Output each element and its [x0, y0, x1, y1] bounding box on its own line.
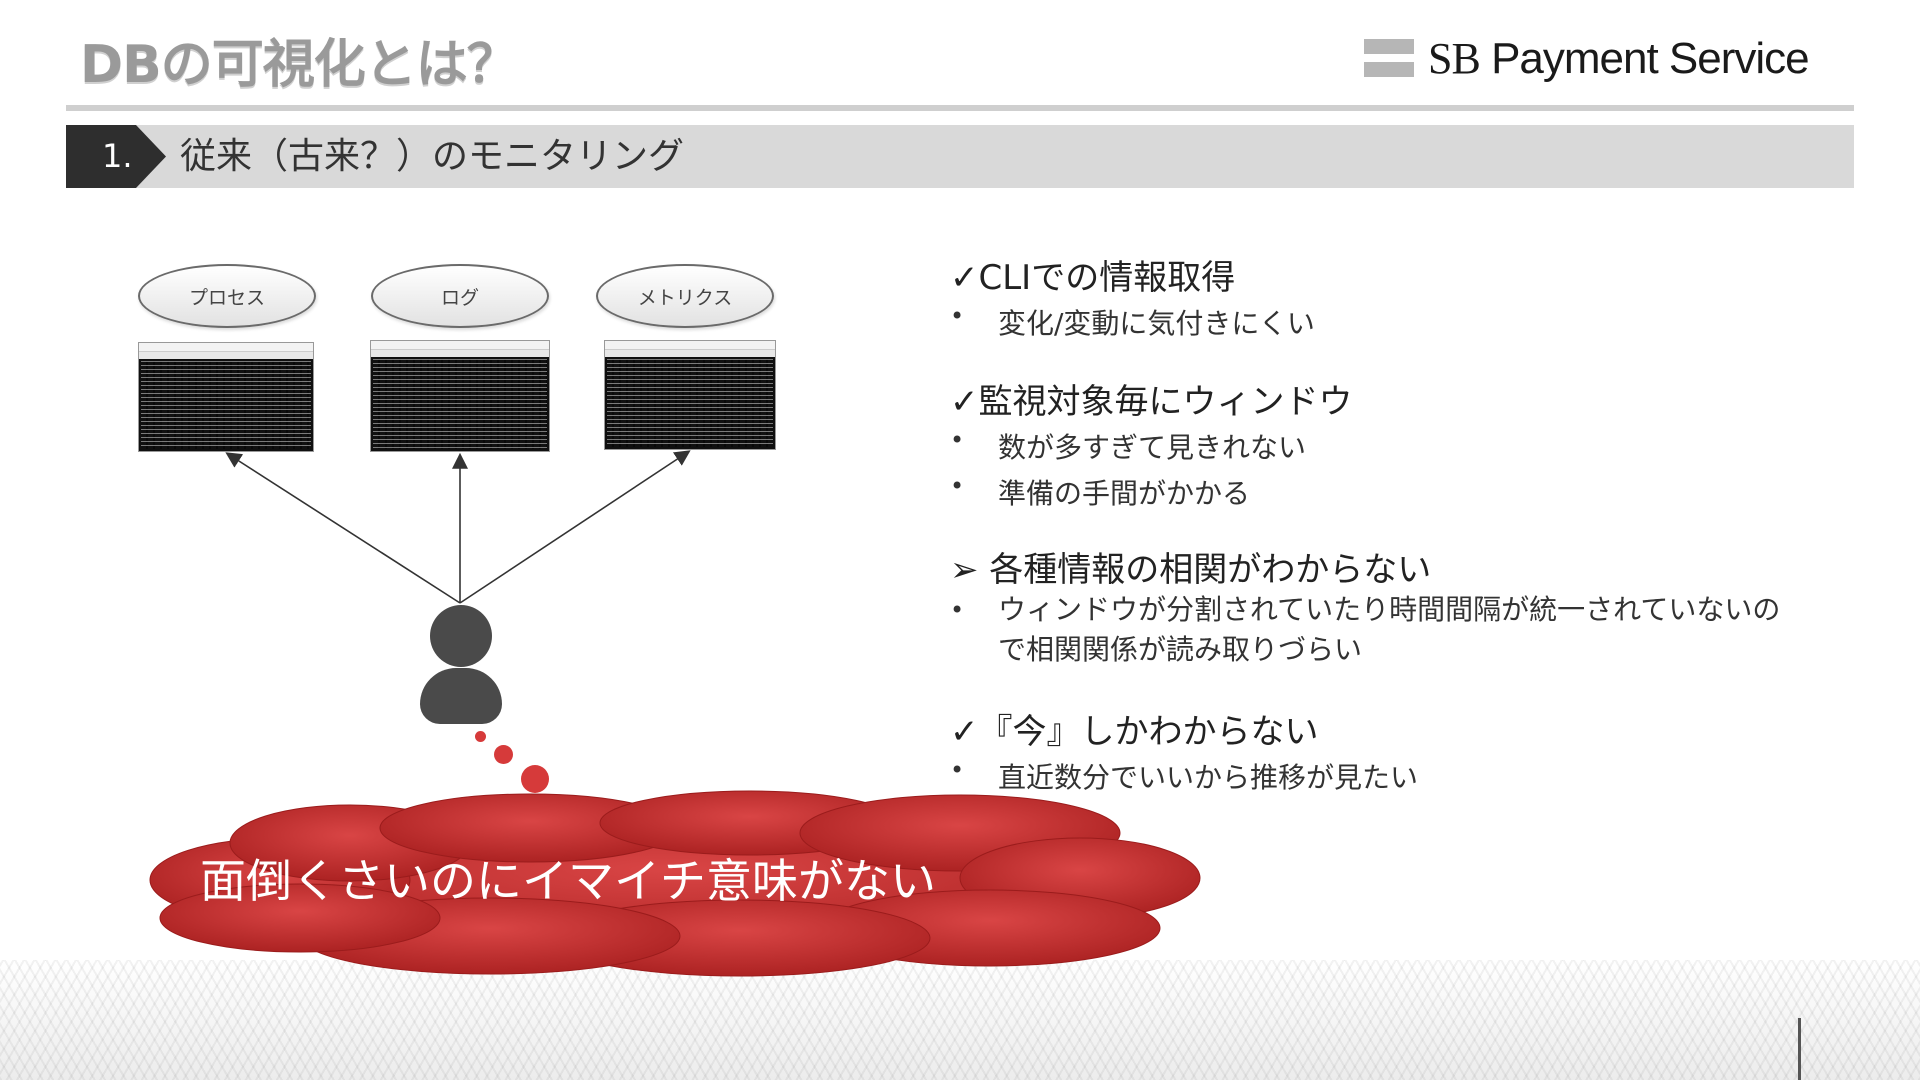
- thought-dot-small: [475, 731, 486, 742]
- bullet-item: 準備の手間がかかる: [998, 472, 1250, 512]
- source-process-label: プロセス: [189, 283, 265, 310]
- person-body-icon: [420, 668, 502, 724]
- thought-dot-medium: [494, 745, 513, 764]
- bullet-item: ウィンドウが分割されていたり時間間隔が統一されていないので相関関係が読み取りづら…: [998, 590, 1798, 670]
- terminal-process-screenshot: [138, 342, 314, 452]
- bullet-item: 直近数分でいいから推移が見たい: [998, 756, 1418, 796]
- source-metrics-label: メトリクス: [638, 283, 732, 310]
- person-head-icon: [430, 605, 492, 667]
- bullet-item: 変化/変動に気付きにくい: [998, 302, 1315, 342]
- terminal-metrics-screenshot: [604, 340, 776, 450]
- cloud-text: 面倒くさいのにイマイチ意味がない: [200, 845, 900, 911]
- bullet-item: 数が多すぎて見きれない: [998, 426, 1306, 466]
- bullet-heading: ✓CLIでの情報取得: [950, 250, 1235, 299]
- source-log-ellipse: ログ: [371, 264, 549, 328]
- source-metrics-ellipse: メトリクス: [596, 264, 774, 328]
- bullet-heading: ✓『今』しかわからない: [950, 704, 1319, 753]
- arrow-to-process: [228, 454, 460, 603]
- source-process-ellipse: プロセス: [138, 264, 316, 328]
- bullet-heading: ➢ 各種情報の相関がわからない: [950, 542, 1431, 591]
- arrow-to-metrics: [460, 452, 688, 603]
- terminal-log-screenshot: [370, 340, 550, 452]
- bullet-heading: ✓監視対象毎にウィンドウ: [950, 374, 1353, 423]
- source-log-label: ログ: [441, 283, 479, 310]
